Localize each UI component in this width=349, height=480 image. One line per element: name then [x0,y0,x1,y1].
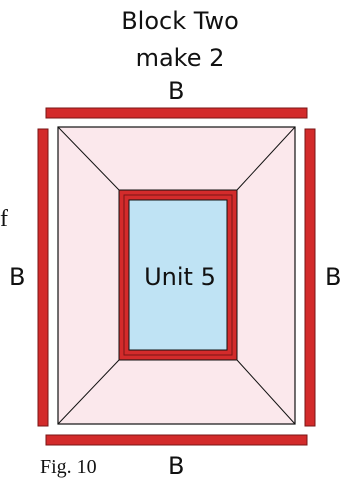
block-quantity: make 2 [135,44,225,72]
miter-line-br [236,359,296,425]
strip-b-top [45,107,308,119]
miter-line-bl [57,359,120,425]
strip-b-bottom [45,434,308,446]
block-title: Block Two [121,7,239,35]
label-b-right: B [325,263,342,291]
strip-b-right [304,128,316,427]
miter-line-tl [57,126,120,191]
unit-5 [128,199,228,351]
label-b-bottom: B [168,452,185,480]
unit-5-label: Unit 5 [144,263,216,291]
miter-line-tr [236,126,296,191]
cropped-text-fragment: f [0,206,8,232]
center-frame-inner-line [123,194,233,356]
label-b-left: B [9,263,26,291]
figure-caption: Fig. 10 [40,456,97,478]
strip-b-left [37,128,49,427]
label-b-top: B [168,77,185,105]
